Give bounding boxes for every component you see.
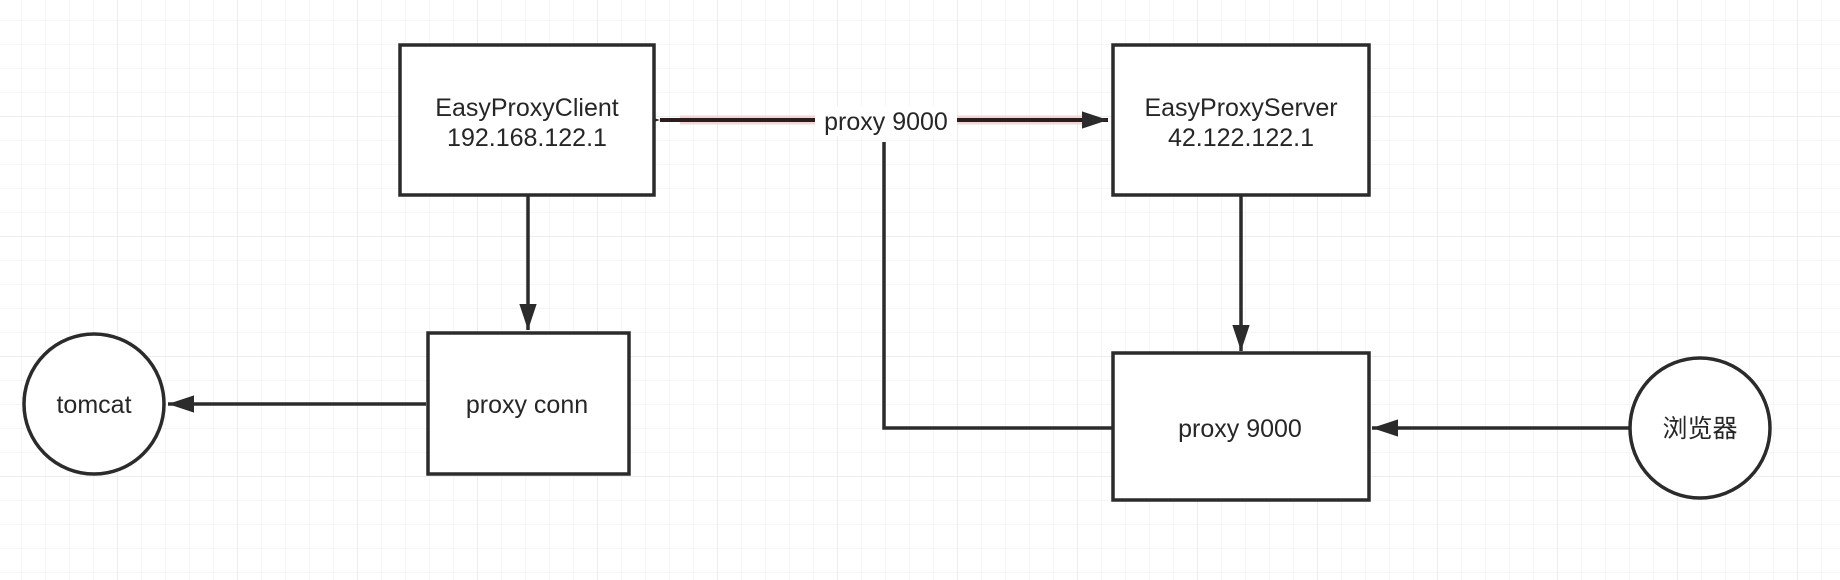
server-node-ip: 42.122.122.1 — [1168, 124, 1314, 152]
client-node-ip: 192.168.122.1 — [447, 124, 607, 152]
proxy-conn-node-box — [426, 331, 631, 476]
tunnel-label-background — [815, 106, 957, 136]
browser-node[interactable]: 浏览器 — [1628, 356, 1772, 500]
client-node-box — [398, 43, 656, 197]
proxy-conn-node[interactable]: proxy conn — [426, 331, 631, 476]
proxy-9000-node-label: proxy 9000 — [1178, 415, 1302, 443]
edge-proxy-9000-to-tunnel[interactable] — [882, 142, 1113, 430]
client-node[interactable]: EasyProxyClient 192.168.122.1 — [398, 43, 656, 197]
client-node-title: EasyProxyClient — [435, 94, 618, 122]
browser-node-label: 浏览器 — [1662, 415, 1737, 443]
tomcat-node-circle — [22, 332, 166, 476]
tunnel-edge-label: proxy 9000 — [824, 108, 948, 136]
tomcat-node-label: tomcat — [56, 391, 131, 419]
proxy-9000-node[interactable]: proxy 9000 — [1111, 351, 1371, 502]
server-node-title: EasyProxyServer — [1144, 94, 1337, 122]
server-node-box — [1111, 43, 1371, 197]
server-node[interactable]: EasyProxyServer 42.122.122.1 — [1111, 43, 1371, 197]
proxy-9000-node-box — [1111, 351, 1371, 502]
browser-node-circle — [1628, 356, 1772, 500]
proxy-conn-node-label: proxy conn — [466, 391, 588, 419]
tomcat-node[interactable]: tomcat — [22, 332, 166, 476]
